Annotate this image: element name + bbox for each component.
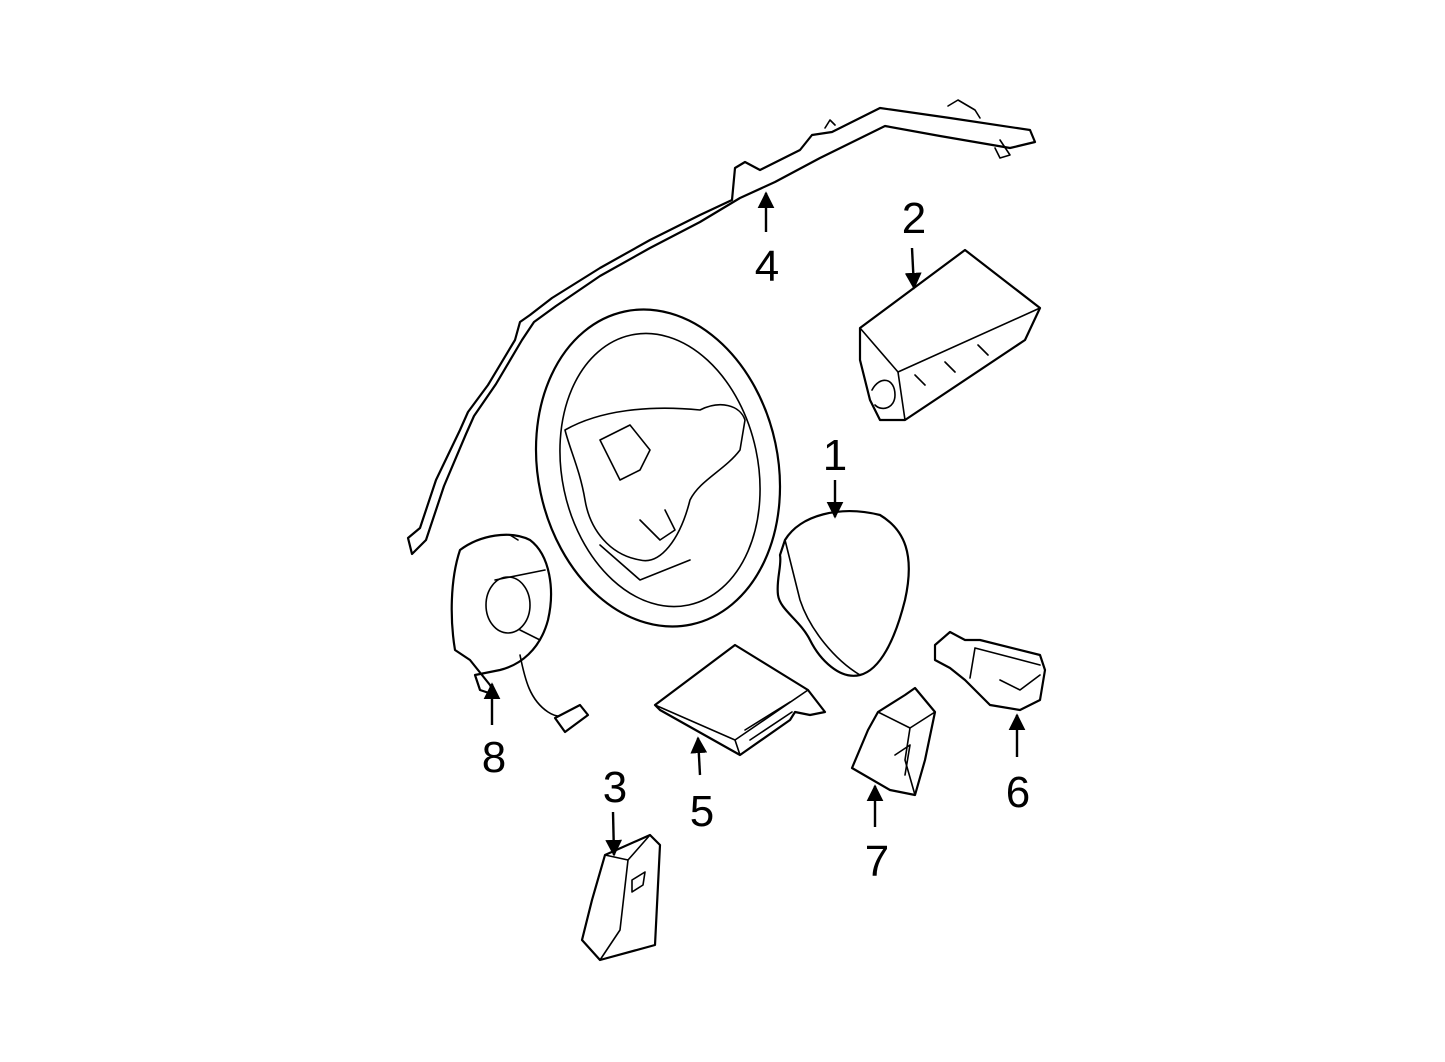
seat-sensor-part[interactable] xyxy=(933,630,1047,712)
callout-3: 3 xyxy=(603,763,627,812)
callout-5: 5 xyxy=(690,787,714,836)
control-module-part[interactable] xyxy=(653,643,827,757)
callout-6: 6 xyxy=(1006,768,1030,817)
leader-5 xyxy=(690,736,708,776)
impact-sensor-part[interactable] xyxy=(850,686,937,797)
clock-spring-part[interactable] xyxy=(450,533,590,734)
callout-1: 1 xyxy=(823,431,847,480)
leader-3 xyxy=(605,811,623,857)
callout-leaders xyxy=(483,191,1026,857)
curtain-airbag-part[interactable] xyxy=(406,99,1037,556)
callout-7: 7 xyxy=(865,837,889,886)
callout-4: 4 xyxy=(755,242,779,291)
callout-2: 2 xyxy=(902,194,926,243)
callout-labels: 1 2 3 4 5 6 7 8 xyxy=(482,194,1030,886)
driver-airbag-part[interactable] xyxy=(776,510,910,677)
callout-8: 8 xyxy=(482,733,506,782)
steering-wheel-part[interactable] xyxy=(507,287,808,650)
leader-2 xyxy=(904,247,922,290)
sensor-bracket-part[interactable] xyxy=(580,833,662,962)
passenger-airbag-part[interactable] xyxy=(858,248,1042,422)
